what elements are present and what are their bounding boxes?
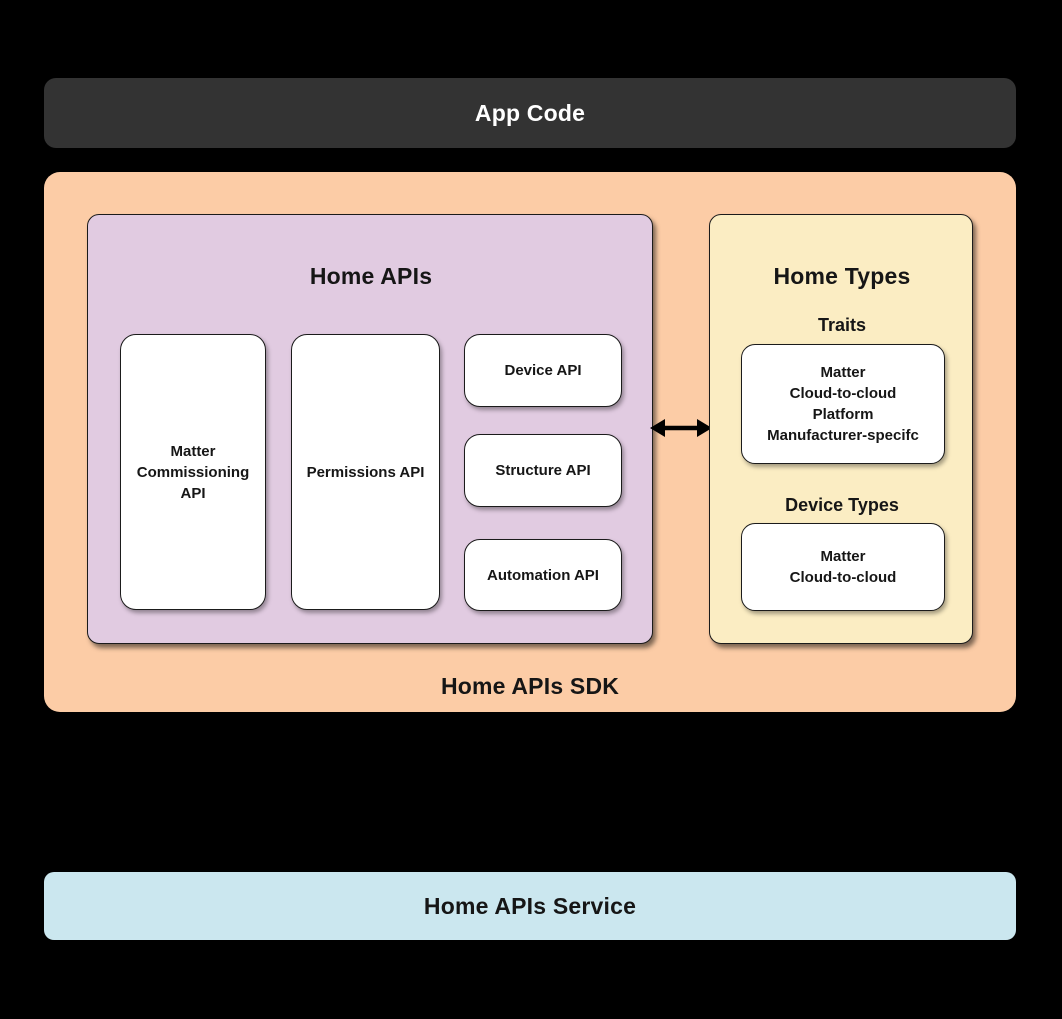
app-code-label: App Code [474,99,586,126]
home-apis-sdk-block: Home APIs Matter Commissioning API Permi… [44,172,1016,712]
home-types-title: Home Types [773,262,911,289]
traits-label: Traits [817,314,867,335]
device-types-label: Device Types [785,494,899,515]
device-types-card: Matter Cloud-to-cloud [741,523,945,611]
app-code-block: App Code [44,78,1016,148]
bidirectional-arrow-icon [648,414,714,442]
home-apis-group: Home APIs Matter Commissioning API Permi… [87,214,653,644]
traits-card: Matter Cloud-to-cloud Platform Manufactu… [741,344,945,464]
permissions-api-card: Permissions API [291,334,440,610]
structure-api-card: Structure API [464,434,622,507]
home-types-group: Home Types Traits Matter Cloud-to-cloud … [709,214,973,644]
home-apis-service-label: Home APIs Service [423,892,637,919]
matter-commissioning-api-card: Matter Commissioning API [120,334,266,610]
device-api-card: Device API [464,334,622,407]
home-apis-sdk-label: Home APIs SDK [440,672,620,699]
home-apis-title: Home APIs [309,262,433,289]
home-apis-service-block: Home APIs Service [44,872,1016,940]
automation-api-card: Automation API [464,539,622,611]
